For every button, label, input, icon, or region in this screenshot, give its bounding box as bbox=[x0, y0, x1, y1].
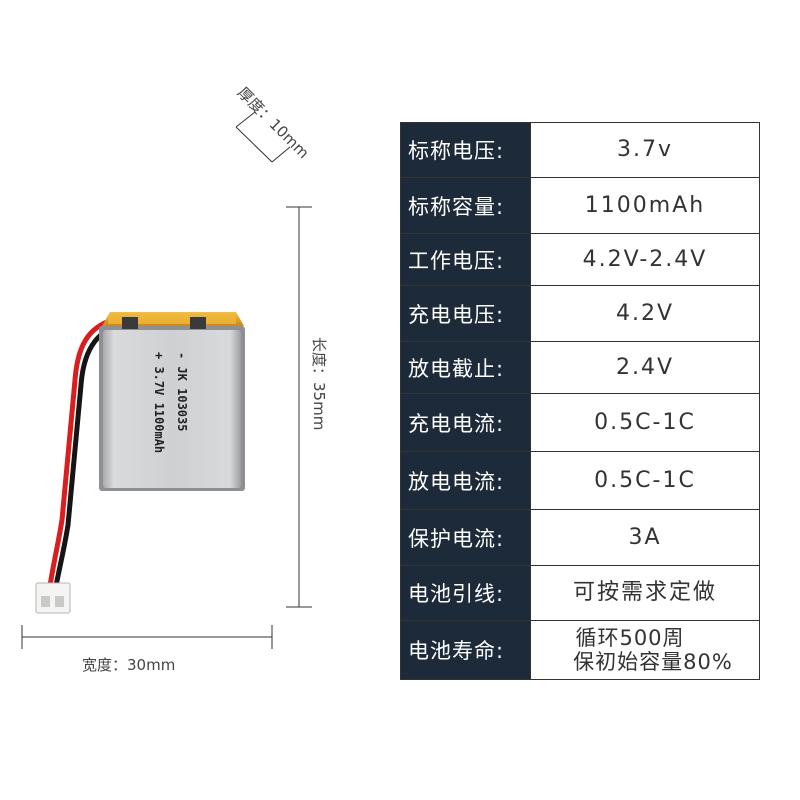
spec-value: 0.5C-1C bbox=[530, 393, 760, 452]
thickness-dimension bbox=[235, 111, 291, 163]
spec-key: 标称容量: bbox=[400, 177, 531, 234]
battery-top-tape bbox=[102, 312, 244, 329]
spec-value-line-1: 循环500周 bbox=[575, 625, 685, 650]
spec-key: 充电电流: bbox=[400, 393, 531, 452]
spec-key: 放电电流: bbox=[400, 451, 531, 510]
spec-row-battery-lead: 电池引线: 可按需求定做 bbox=[400, 565, 760, 621]
spec-row-nominal-voltage: 标称电压: 3.7v bbox=[400, 122, 760, 178]
spec-value: 循环500周 保初始容量80% bbox=[530, 620, 760, 680]
spec-value: 3A bbox=[530, 509, 760, 566]
spec-row-working-voltage: 工作电压: 4.2V-2.4V bbox=[400, 233, 760, 286]
spec-key: 电池引线: bbox=[400, 565, 531, 621]
spec-key: 工作电压: bbox=[400, 233, 531, 286]
spec-value: 0.5C-1C bbox=[530, 451, 760, 510]
battery-label: - JK 103035 + 3.7V 1100mAh bbox=[152, 352, 189, 453]
spec-row-battery-life: 电池寿命: 循环500周 保初始容量80% bbox=[400, 620, 760, 680]
spec-table: 标称电压: 3.7v 标称容量: 1100mAh 工作电压: 4.2V-2.4V… bbox=[400, 122, 760, 680]
spec-row-discharge-current: 放电电流: 0.5C-1C bbox=[400, 451, 760, 510]
width-dimension bbox=[21, 625, 273, 649]
battery-body bbox=[99, 326, 245, 491]
spec-value: 4.2V-2.4V bbox=[530, 233, 760, 286]
spec-value: 1100mAh bbox=[530, 177, 760, 234]
battery-connector bbox=[35, 582, 71, 614]
spec-row-charge-current: 充电电流: 0.5C-1C bbox=[400, 393, 760, 452]
spec-key: 放电截止: bbox=[400, 341, 531, 394]
spec-key: 电池寿命: bbox=[400, 620, 531, 680]
width-label: 宽度：30mm bbox=[82, 656, 176, 674]
spec-value: 2.4V bbox=[530, 341, 760, 394]
spec-row-nominal-capacity: 标称容量: 1100mAh bbox=[400, 177, 760, 234]
spec-key: 保护电流: bbox=[400, 509, 531, 566]
length-label: 长度：35mm bbox=[310, 337, 328, 431]
battery-label-line-2: + 3.7V 1100mAh bbox=[152, 352, 166, 453]
spec-row-charge-voltage: 充电电压: 4.2V bbox=[400, 285, 760, 342]
spec-row-discharge-cutoff: 放电截止: 2.4V bbox=[400, 341, 760, 394]
spec-row-protection-current: 保护电流: 3A bbox=[400, 509, 760, 566]
spec-value-line-2: 保初始容量80% bbox=[573, 650, 733, 674]
spec-key: 标称电压: bbox=[400, 122, 531, 178]
battery-label-line-1: - JK 103035 bbox=[175, 352, 189, 431]
spec-value: 4.2V bbox=[530, 285, 760, 342]
spec-value: 可按需求定做 bbox=[530, 565, 760, 621]
spec-key: 充电电压: bbox=[400, 285, 531, 342]
length-dimension bbox=[286, 206, 312, 608]
spec-value: 3.7v bbox=[530, 122, 760, 178]
